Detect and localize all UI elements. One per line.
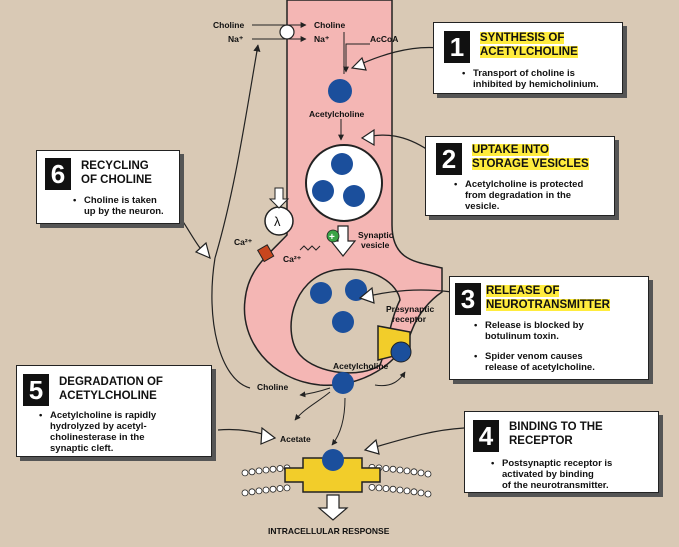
presynaptic-receptor-label: Presynaptic receptor bbox=[386, 304, 437, 324]
lipid-head bbox=[403, 487, 411, 495]
acetylcholine-molecule bbox=[322, 449, 344, 471]
callout-uptake: 2 UPTAKE INTO STORAGE VESICLES Acetylcho… bbox=[425, 136, 615, 216]
lipid-head bbox=[368, 483, 376, 491]
lipid-head bbox=[283, 484, 291, 492]
acetylcholine-molecule bbox=[331, 153, 353, 175]
callout-binding: 4 BINDING TO THE RECEPTOR Postsynaptic r… bbox=[464, 411, 659, 493]
callout-bullet: Release is blocked by botulinum toxin. bbox=[474, 320, 584, 342]
choline-in-right-label: Choline bbox=[314, 20, 345, 30]
synaptic-vesicle-label: Synaptic vesicle bbox=[358, 230, 396, 250]
lipid-head bbox=[262, 466, 270, 474]
lipid-head bbox=[396, 466, 404, 474]
accoa-label: AcCoA bbox=[370, 34, 398, 44]
signal-arrow bbox=[268, 187, 290, 209]
calcium-inside-label: Ca²⁺ bbox=[283, 254, 302, 264]
acetylcholine-molecule bbox=[328, 79, 352, 103]
na-in-left-label: Na⁺ bbox=[228, 34, 244, 44]
choline-cleft-label: Choline bbox=[257, 382, 288, 392]
lipid-head bbox=[396, 486, 404, 494]
lipid-head bbox=[248, 488, 256, 496]
lipid-head bbox=[410, 488, 418, 496]
intracellular-response-label: INTRACELLULAR RESPONSE bbox=[268, 526, 390, 536]
calcium-outside-label: Ca²⁺ bbox=[234, 237, 253, 247]
callout-recycling: 6 RECYCLING OF CHOLINE Choline is taken … bbox=[36, 150, 180, 224]
acetylcholine-molecule bbox=[332, 372, 354, 394]
callout-bullet: Postsynaptic receptor is activated by bi… bbox=[491, 458, 612, 491]
callout-title: RELEASE OF NEUROTRANSMITTER bbox=[486, 285, 610, 311]
callout-title: SYNTHESIS OF ACETYLCHOLINE bbox=[480, 32, 578, 58]
lipid-head bbox=[248, 468, 256, 476]
lipid-head bbox=[269, 485, 277, 493]
lipid-head bbox=[417, 469, 425, 477]
callout-title: UPTAKE INTO STORAGE VESICLES bbox=[472, 144, 589, 170]
response-arrow bbox=[317, 494, 349, 521]
callout-bullet: Transport of choline is inhibited by hem… bbox=[462, 68, 599, 90]
lipid-head bbox=[262, 486, 270, 494]
callout-title: DEGRADATION OF ACETYLCHOLINE bbox=[59, 376, 163, 402]
lipid-head bbox=[424, 470, 432, 478]
callout-title: BINDING TO THE RECEPTOR bbox=[509, 421, 603, 447]
step-number-2: 2 bbox=[436, 143, 462, 175]
lipid-head bbox=[241, 469, 249, 477]
choline-in-left-label: Choline bbox=[213, 20, 244, 30]
acetylcholine-molecule bbox=[312, 180, 334, 202]
lipid-head bbox=[382, 465, 390, 472]
lipid-head bbox=[241, 489, 249, 497]
lipid-head bbox=[382, 485, 390, 492]
step-number-4: 4 bbox=[473, 420, 499, 452]
acetylcholine-molecule bbox=[310, 282, 332, 304]
acetylcholine-molecule bbox=[343, 185, 365, 207]
lipid-head bbox=[269, 465, 277, 473]
step-number-1: 1 bbox=[444, 31, 470, 63]
lipid-head bbox=[389, 485, 397, 493]
acetate-label: Acetate bbox=[280, 434, 311, 444]
lipid-head bbox=[276, 485, 284, 492]
postsynaptic-receptor bbox=[284, 457, 381, 493]
step-number-6: 6 bbox=[45, 158, 71, 190]
lipid-head bbox=[424, 490, 432, 498]
choline-transporter bbox=[279, 24, 295, 40]
acetylcholine-molecule bbox=[345, 279, 367, 301]
acetylcholine-cleft-label: Acetylcholine bbox=[333, 361, 389, 371]
acetylcholine-top-label: Acetylcholine bbox=[309, 109, 365, 119]
acetylcholine-molecule bbox=[390, 341, 412, 363]
callout-title: RECYCLING OF CHOLINE bbox=[81, 160, 152, 186]
na-in-right-label: Na⁺ bbox=[314, 34, 330, 44]
plus-symbol: + bbox=[329, 232, 335, 243]
lipid-head bbox=[276, 465, 284, 472]
callout-bullet: Spider venom causes release of acetylcho… bbox=[474, 351, 595, 373]
lambda-symbol: λ bbox=[274, 214, 281, 229]
callout-bullet: Acetylcholine is protected from degradat… bbox=[454, 179, 583, 212]
calcium-channel bbox=[256, 244, 275, 263]
lipid-head bbox=[255, 467, 263, 475]
callout-degradation: 5 DEGRADATION OF ACETYLCHOLINE Acetylcho… bbox=[16, 365, 212, 457]
lipid-head bbox=[410, 468, 418, 476]
callout-bullet: Acetylcholine is rapidly hydrolyzed by a… bbox=[39, 410, 156, 454]
callout-bullet: Choline is taken up by the neuron. bbox=[73, 195, 164, 217]
callout-release: 3 RELEASE OF NEUROTRANSMITTER Release is… bbox=[449, 276, 649, 380]
lipid-head bbox=[389, 465, 397, 473]
step-number-5: 5 bbox=[23, 374, 49, 406]
acetylcholine-molecule bbox=[332, 311, 354, 333]
plus-icon bbox=[326, 229, 340, 243]
postsynaptic-membrane bbox=[241, 463, 432, 498]
lipid-head bbox=[403, 467, 411, 475]
lipid-head bbox=[417, 489, 425, 497]
step-number-3: 3 bbox=[455, 283, 481, 315]
lipid-head bbox=[375, 484, 383, 492]
lipid-head bbox=[255, 487, 263, 495]
callout-synthesis: 1 SYNTHESIS OF ACETYLCHOLINE Transport o… bbox=[433, 22, 623, 94]
